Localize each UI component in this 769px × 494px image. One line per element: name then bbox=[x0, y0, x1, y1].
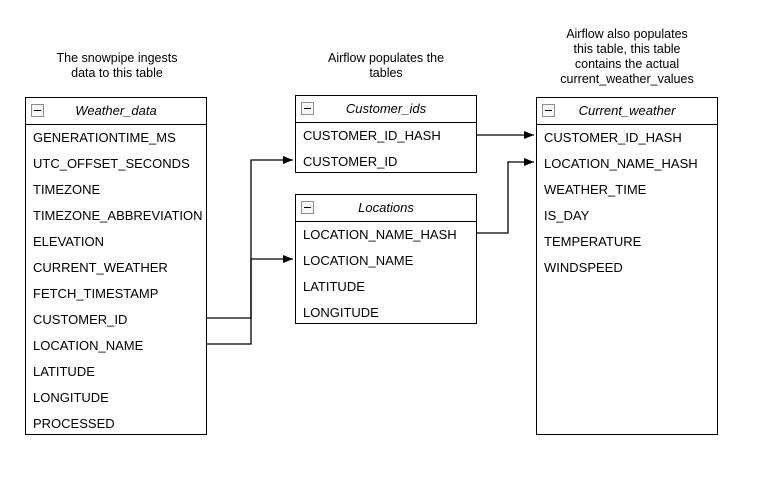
field-row[interactable]: CUSTOMER_ID bbox=[303, 154, 398, 169]
field-row[interactable]: LOCATION_NAME_HASH bbox=[544, 156, 698, 171]
field-row[interactable]: LONGITUDE bbox=[33, 390, 109, 405]
field-row[interactable]: LATITUDE bbox=[33, 364, 95, 379]
table-title: Weather_data bbox=[75, 103, 157, 118]
minus-glyph bbox=[304, 207, 311, 208]
table-customer-ids-header: Customer_ids bbox=[296, 96, 476, 123]
field-row[interactable]: CUSTOMER_ID_HASH bbox=[303, 128, 441, 143]
connector-location-name-to-locations[interactable] bbox=[207, 255, 293, 345]
field-row[interactable]: FETCH_TIMESTAMP bbox=[33, 286, 159, 301]
field-row[interactable]: LOCATION_NAME bbox=[303, 253, 414, 268]
field-row[interactable]: LATITUDE bbox=[303, 279, 365, 294]
table-locations-header: Locations bbox=[296, 195, 476, 222]
field-row[interactable]: LOCATION_NAME_HASH bbox=[303, 227, 457, 242]
field-row[interactable]: CUSTOMER_ID bbox=[33, 312, 128, 327]
collapse-minus-icon[interactable] bbox=[301, 102, 314, 115]
annotation-snowpipe[interactable]: The snowpipe ingests data to this table bbox=[56, 51, 178, 80]
field-row[interactable]: GENERATIONTIME_MS bbox=[33, 130, 176, 145]
field-row[interactable]: ELEVATION bbox=[33, 234, 105, 249]
field-row[interactable]: WEATHER_TIME bbox=[544, 182, 647, 197]
table-title: Current_weather bbox=[578, 103, 676, 118]
field-row[interactable]: LOCATION_NAME bbox=[33, 338, 144, 353]
field-row[interactable]: IS_DAY bbox=[544, 208, 590, 223]
table-title: Locations bbox=[358, 200, 414, 215]
minus-glyph bbox=[304, 108, 311, 109]
field-row[interactable]: TEMPERATURE bbox=[544, 234, 642, 249]
table-title: Customer_ids bbox=[345, 101, 427, 116]
table-customer-ids[interactable]: Customer_ids CUSTOMER_ID_HASH CUSTOMER_I… bbox=[295, 95, 477, 173]
collapse-minus-icon[interactable] bbox=[301, 201, 314, 214]
collapse-minus-icon[interactable] bbox=[542, 104, 555, 117]
table-weather-data-header: Weather_data bbox=[26, 98, 206, 125]
connector-customer-id-to-customer-ids[interactable] bbox=[207, 156, 293, 319]
field-row[interactable]: TIMEZONE bbox=[33, 182, 101, 197]
minus-glyph bbox=[34, 110, 41, 111]
field-row[interactable]: CURRENT_WEATHER bbox=[33, 260, 168, 275]
field-row[interactable]: PROCESSED bbox=[33, 416, 115, 431]
field-row[interactable]: CUSTOMER_ID_HASH bbox=[544, 130, 682, 145]
field-row[interactable]: WINDSPEED bbox=[544, 260, 623, 275]
field-row[interactable]: TIMEZONE_ABBREVIATION bbox=[33, 208, 203, 223]
table-locations[interactable]: Locations LOCATION_NAME_HASH LOCATION_NA… bbox=[295, 194, 477, 324]
connector-location-name-hash-to-current-weather[interactable] bbox=[477, 158, 534, 234]
field-row[interactable]: LONGITUDE bbox=[303, 305, 379, 320]
table-current-weather-header: Current_weather bbox=[537, 98, 717, 125]
table-current-weather[interactable]: Current_weather CUSTOMER_ID_HASH LOCATIO… bbox=[536, 97, 718, 435]
field-row[interactable]: UTC_OFFSET_SECONDS bbox=[33, 156, 190, 171]
annotation-current-weather[interactable]: Airflow also populates this table, this … bbox=[560, 27, 694, 86]
table-weather-data[interactable]: Weather_data GENERATIONTIME_MS UTC_OFFSE… bbox=[25, 97, 207, 435]
annotation-airflow[interactable]: Airflow populates the tables bbox=[327, 51, 445, 80]
minus-glyph bbox=[545, 110, 552, 111]
collapse-minus-icon[interactable] bbox=[31, 104, 44, 117]
